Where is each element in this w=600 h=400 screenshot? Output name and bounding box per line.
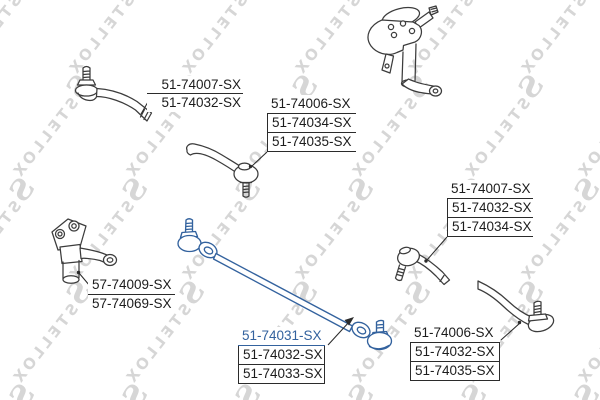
outer-tie-rod-drawing-top-left[interactable] <box>74 65 153 122</box>
inner-tie-rod-drawing-top[interactable] <box>186 143 259 198</box>
part-number-link[interactable]: 51-74032-SX <box>410 343 500 362</box>
part-number-link[interactable]: 51-74034-SX <box>447 218 533 237</box>
idler-arm-drawing[interactable] <box>51 218 118 284</box>
part-number-link[interactable]: 51-74035-SX <box>267 133 356 152</box>
part-number-link[interactable]: 51-74034-SX <box>267 114 356 133</box>
label-group-right: 51-74007-SX 51-74032-SX 51-74034-SX <box>447 180 533 237</box>
center-link-drawing-highlighted[interactable] <box>177 218 393 351</box>
label-group-left: 57-74009-SX 57-74069-SX <box>88 276 175 313</box>
steering-gearbox-drawing[interactable] <box>367 4 443 97</box>
part-number-link[interactable]: 51-74006-SX <box>267 95 356 114</box>
part-number-link[interactable]: 51-74035-SX <box>410 362 500 381</box>
part-number-link[interactable]: 57-74069-SX <box>88 294 175 313</box>
part-number-link-selected[interactable]: 51-74031-SX <box>238 327 325 346</box>
part-number-link[interactable]: 51-74032-SX <box>238 346 325 365</box>
part-number-link[interactable]: 51-74007-SX <box>447 180 533 199</box>
label-group-bottom-right: 51-74006-SX 51-74032-SX 51-74035-SX <box>410 324 500 381</box>
outer-tie-rod-drawing-bottom-right[interactable] <box>477 280 556 335</box>
label-group-top-middle: 51-74006-SX 51-74034-SX 51-74035-SX <box>267 95 356 152</box>
label-group-top-left: 51-74007-SX 51-74032-SX <box>147 76 243 112</box>
label-group-center: 51-74031-SX 51-74032-SX 51-74033-SX <box>238 327 325 384</box>
part-number-link[interactable]: 51-74006-SX <box>410 324 500 343</box>
inner-tie-rod-drawing-right[interactable] <box>394 246 451 286</box>
part-number-link[interactable]: 51-74033-SX <box>238 365 325 384</box>
part-number-link[interactable]: 51-74032-SX <box>147 94 243 112</box>
part-number-link[interactable]: 57-74009-SX <box>88 276 175 295</box>
part-number-link[interactable]: 51-74032-SX <box>447 199 533 218</box>
part-number-link[interactable]: 51-74007-SX <box>147 76 243 94</box>
